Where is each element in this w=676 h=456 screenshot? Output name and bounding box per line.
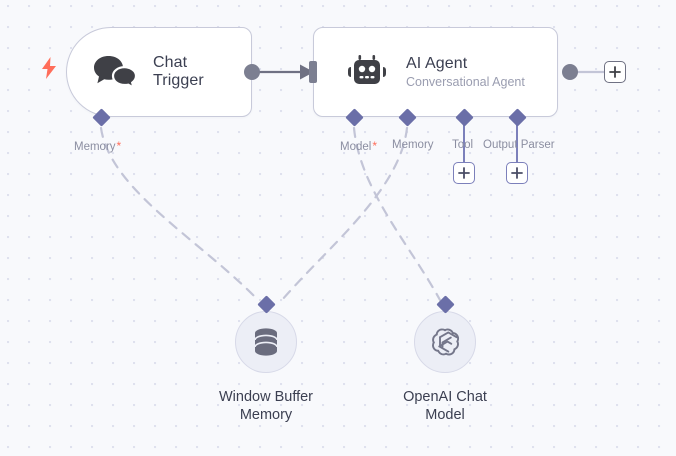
chat-bubbles-icon bbox=[93, 54, 137, 90]
node-openai-chat-model[interactable] bbox=[414, 311, 476, 373]
ai-agent-output-parser-label: Output Parser bbox=[483, 139, 555, 152]
ai-agent-tool-label: Tool bbox=[452, 139, 474, 152]
ai-agent-tool-label-text: Tool bbox=[452, 139, 474, 151]
node-ai-agent-text: AI Agent Conversational Agent bbox=[406, 55, 525, 89]
ai-agent-model-label-text: Model bbox=[340, 141, 372, 153]
add-output-parser-plus-button[interactable] bbox=[506, 162, 528, 184]
node-chat-trigger-text: Chat Trigger bbox=[153, 54, 204, 90]
add-node-plus-button[interactable] bbox=[604, 61, 626, 83]
node-chat-trigger[interactable]: Chat Trigger bbox=[66, 27, 252, 117]
chat-trigger-output-endpoint[interactable] bbox=[244, 64, 260, 80]
node-ai-agent-subtitle: Conversational Agent bbox=[406, 74, 525, 89]
ai-agent-memory-label-text: Memory bbox=[392, 139, 434, 151]
node-chat-trigger-title-line2: Trigger bbox=[153, 72, 204, 89]
wire-chat-trigger-to-ai-agent bbox=[252, 64, 314, 80]
ai-agent-memory-label: Memory bbox=[392, 139, 434, 152]
chat-trigger-memory-required-star: * bbox=[116, 139, 122, 153]
add-tool-plus-button[interactable] bbox=[453, 162, 475, 184]
plus-icon bbox=[458, 167, 470, 179]
node-openai-chat-model-caption: OpenAI Chat Model bbox=[403, 389, 487, 424]
openai-logo-icon bbox=[429, 326, 461, 358]
wire-ai-agent-model-to-openai bbox=[352, 126, 442, 302]
node-ai-agent-title: AI Agent bbox=[406, 55, 468, 73]
ai-agent-model-label: Model* bbox=[340, 140, 377, 154]
chat-trigger-memory-label: Memory* bbox=[74, 140, 121, 154]
ai-agent-output-endpoint[interactable] bbox=[562, 64, 578, 80]
plus-icon bbox=[511, 167, 523, 179]
lightning-bolt-icon bbox=[41, 57, 57, 79]
plus-icon bbox=[609, 66, 621, 78]
wire-chat-trigger-memory-to-window-buffer bbox=[99, 126, 260, 302]
node-chat-trigger-title-line1: Chat bbox=[153, 54, 188, 72]
database-icon bbox=[252, 327, 280, 357]
node-ai-agent[interactable]: AI Agent Conversational Agent bbox=[313, 27, 558, 117]
node-window-buffer-memory[interactable] bbox=[235, 311, 297, 373]
ai-agent-model-required-star: * bbox=[372, 139, 377, 153]
ai-agent-output-parser-label-text: Output Parser bbox=[483, 139, 555, 151]
node-window-buffer-memory-caption: Window Buffer Memory bbox=[218, 389, 314, 424]
ai-agent-input-endpoint[interactable] bbox=[309, 61, 317, 83]
robot-icon bbox=[346, 55, 388, 89]
chat-trigger-memory-label-text: Memory bbox=[74, 141, 116, 153]
wire-ai-agent-memory-to-window-buffer bbox=[280, 126, 409, 302]
